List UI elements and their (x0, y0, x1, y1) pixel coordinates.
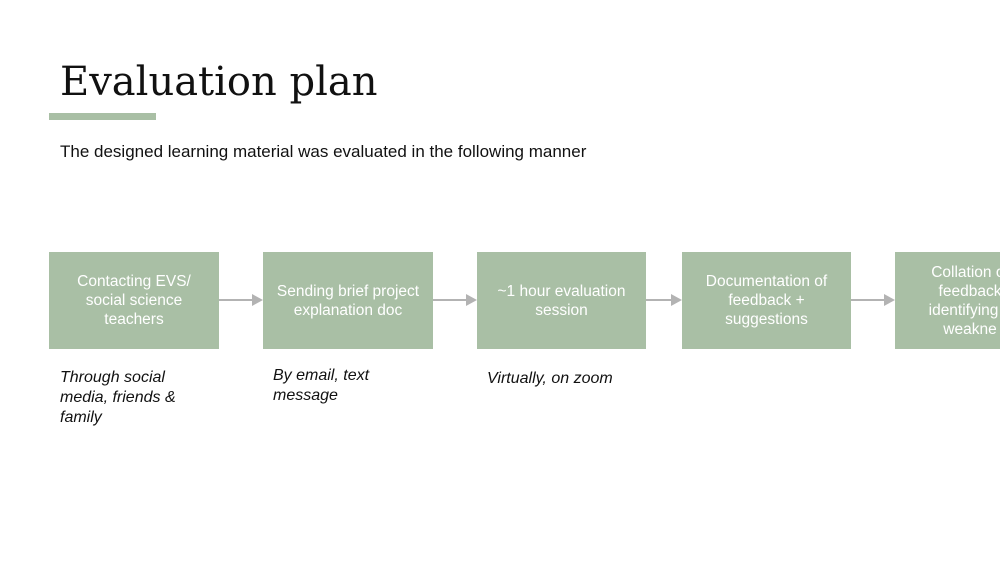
step-note-contacting: Through social media, friends & family (60, 369, 176, 426)
title-accent-bar (49, 113, 156, 120)
flow-step-contacting-teachers: Contacting EVS/ social science teachers (49, 252, 219, 349)
flow-step-sending-doc: Sending brief project explanation doc (263, 252, 433, 349)
flow-step-collation: Collation of feedback identifying a weak… (895, 252, 1000, 349)
flow-step-label: Collation of feedback identifying a weak… (928, 263, 1000, 338)
flow-step-evaluation-session: ~1 hour evaluation session (477, 252, 646, 349)
flow-step-label: Contacting EVS/ social science teachers (77, 273, 191, 328)
flow-step-documentation: Documentation of feedback + suggestions (682, 252, 851, 349)
flow-step-label: Sending brief project explanation doc (276, 282, 420, 319)
slide-subtitle: The designed learning material was evalu… (60, 142, 587, 161)
flow-arrow-icon (219, 294, 263, 306)
flow-step-label: Documentation of feedback + suggestions (705, 273, 828, 328)
flow-arrow-icon (851, 294, 895, 306)
flow-arrow-icon (646, 294, 682, 306)
slide-title: Evaluation plan (60, 59, 378, 105)
flow-arrow-icon (433, 294, 477, 306)
step-note-session: Virtually, on zoom (487, 370, 613, 387)
flow-step-label: ~1 hour evaluation session (497, 282, 626, 319)
step-note-sending: By email, text message (273, 367, 370, 404)
